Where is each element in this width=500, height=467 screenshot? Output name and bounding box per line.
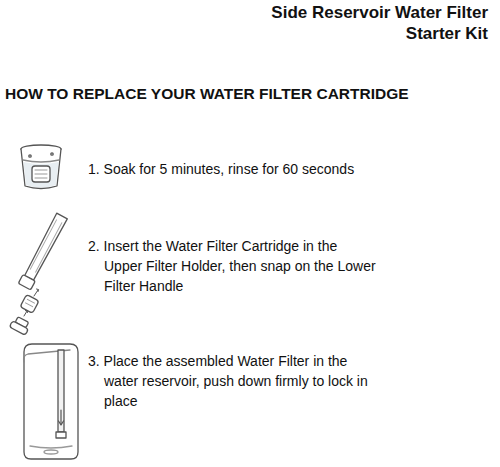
soak-cup bbox=[21, 145, 61, 189]
kit-title: Side Reservoir Water Filter Starter Kit bbox=[248, 2, 488, 44]
step-text: 1. Soak for 5 minutes, rinse for 60 seco… bbox=[88, 159, 488, 179]
water-reservoir bbox=[24, 344, 79, 459]
section-heading: HOW TO REPLACE YOUR WATER FILTER CARTRID… bbox=[5, 84, 495, 104]
step-text: 2. Insert the Water Filter Cartridge in … bbox=[88, 236, 378, 296]
step-text: 3. Place the assembled Water Filter in t… bbox=[88, 351, 378, 411]
filter-assembly bbox=[9, 213, 68, 336]
